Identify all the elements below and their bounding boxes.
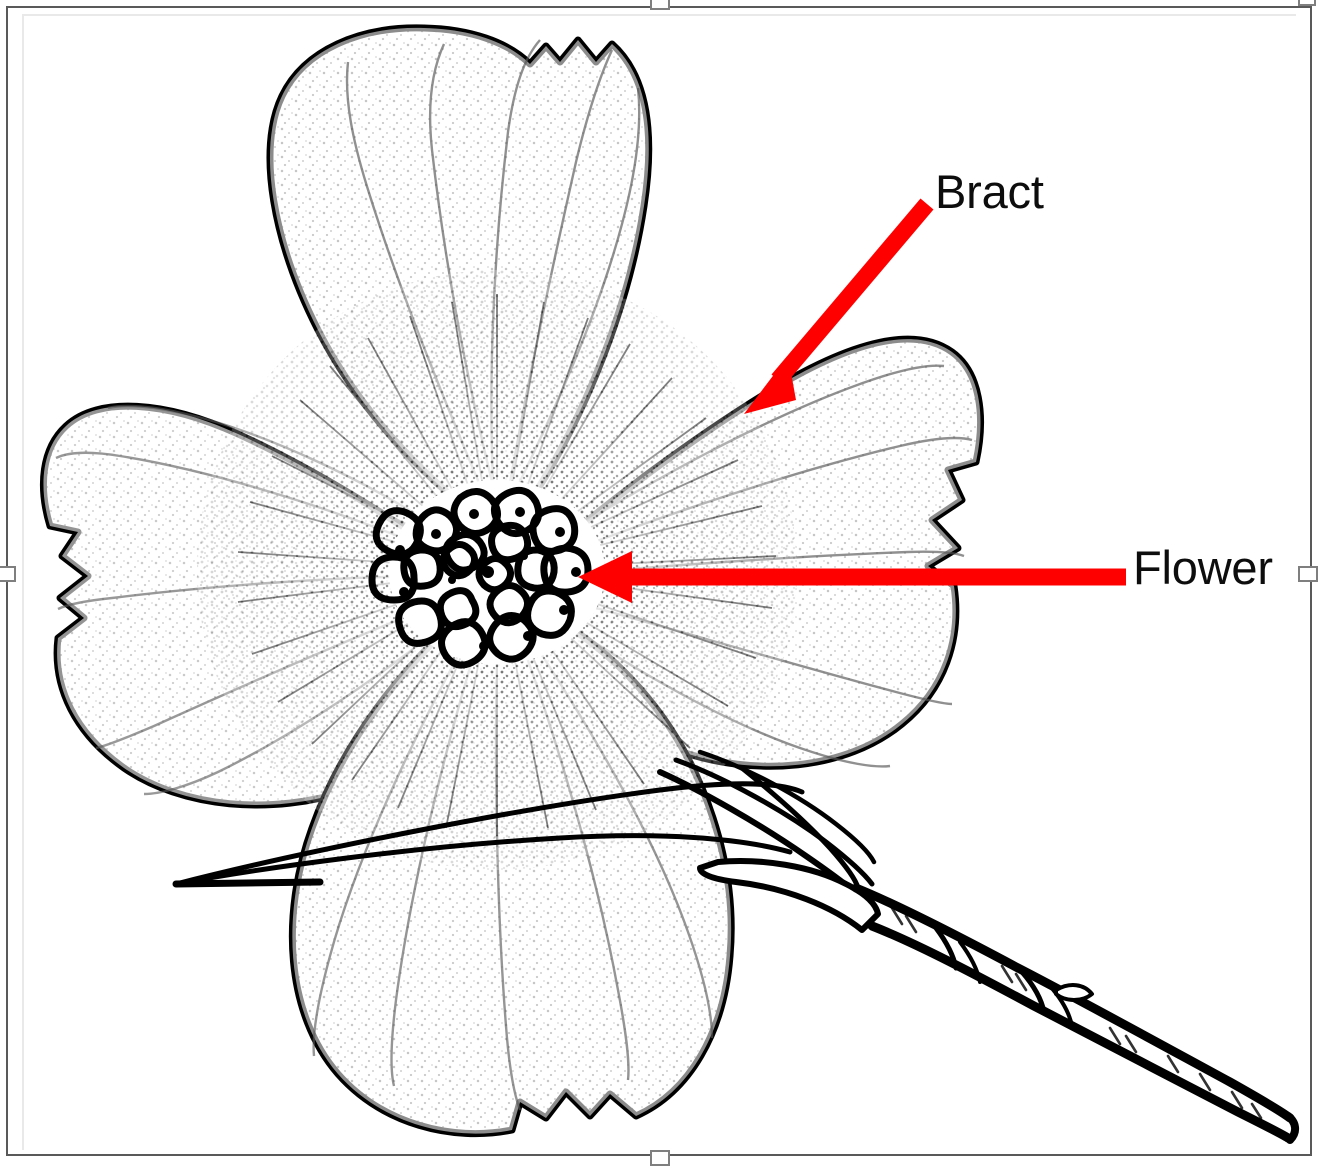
resize-handle-middle-left[interactable] xyxy=(0,566,16,582)
stem-and-twig xyxy=(172,749,1299,1144)
bract-label: Bract xyxy=(935,165,1044,218)
resize-handle-top-middle[interactable] xyxy=(650,0,670,10)
resize-handle-bottom-middle[interactable] xyxy=(650,1150,670,1166)
flower-arrow xyxy=(578,551,1126,603)
flower-label: Flower xyxy=(1133,541,1273,594)
inner-border-left xyxy=(22,14,24,1150)
resize-handle-top-right[interactable] xyxy=(1298,0,1316,6)
flower-cluster xyxy=(368,480,605,669)
inner-border-top xyxy=(22,14,1296,16)
resize-handle-middle-right[interactable] xyxy=(1298,566,1318,582)
bract-arrow xyxy=(744,198,934,414)
